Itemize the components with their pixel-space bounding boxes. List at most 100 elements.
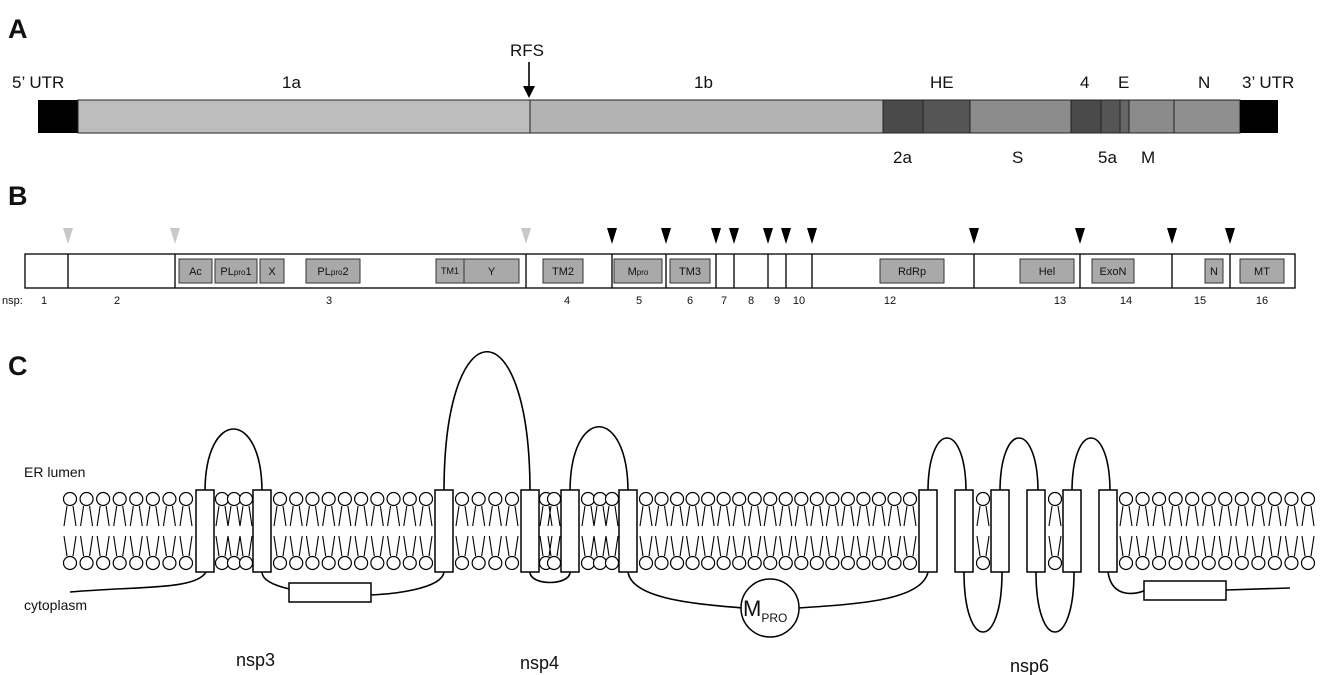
domain-tm1: TM1 xyxy=(436,259,464,283)
svg-text:RdRp: RdRp xyxy=(898,266,926,278)
lipid-head xyxy=(371,557,384,570)
nsp4-large-lumen-loop xyxy=(444,352,530,492)
svg-text:Ac: Ac xyxy=(189,266,202,278)
domain-plpro2: PLpro2 xyxy=(306,259,360,283)
nsp-number: 6 xyxy=(687,295,693,307)
lipid-head xyxy=(606,493,619,506)
lipid-head xyxy=(717,557,730,570)
mpro-cleavage-arrow xyxy=(607,228,617,244)
lipid-head xyxy=(888,557,901,570)
orf-label-1a: 1a xyxy=(282,73,301,92)
lipid-tail xyxy=(1302,536,1314,556)
orf-label-n: N xyxy=(1198,73,1210,92)
lipid-tail xyxy=(388,506,400,526)
spike-segment xyxy=(970,100,1071,133)
nsp-number: 16 xyxy=(1256,295,1268,307)
lipid-head xyxy=(387,557,400,570)
lipid-head xyxy=(97,557,110,570)
domain-tm3: TM3 xyxy=(670,259,710,283)
lipid-head xyxy=(180,493,193,506)
lipid-tail xyxy=(97,536,109,556)
lipid-head xyxy=(80,557,93,570)
lipid-tail xyxy=(506,506,518,526)
lipid-tail xyxy=(456,506,468,526)
lipid-head xyxy=(506,557,519,570)
plpro-cleavage-arrow xyxy=(521,228,531,244)
lipid-head xyxy=(1235,557,1248,570)
lipid-head xyxy=(1153,493,1166,506)
lipid-head xyxy=(1049,557,1062,570)
lipid-head xyxy=(130,493,143,506)
lipid-head xyxy=(1268,493,1281,506)
lipid-tail xyxy=(977,536,989,556)
lipid-tail xyxy=(1219,536,1231,556)
lipid-bilayer xyxy=(64,493,1315,570)
svg-text:TM2: TM2 xyxy=(552,266,574,278)
nsp4-cyto-loop xyxy=(530,572,570,583)
lipid-head xyxy=(686,557,699,570)
mpro-cleavage-arrow xyxy=(711,228,721,244)
lipid-tail xyxy=(489,536,501,556)
lipid-head xyxy=(1285,557,1298,570)
nsp4-lumen-loop xyxy=(570,427,628,492)
lipid-head xyxy=(387,493,400,506)
genome-bar xyxy=(38,100,1278,133)
lipid-tail xyxy=(180,536,192,556)
domain-mpro: Mpro xyxy=(614,259,662,283)
mpro-cleavage-arrow xyxy=(969,228,979,244)
utr3-block xyxy=(1240,100,1278,133)
orf-label-1b: 1b xyxy=(694,73,713,92)
lipid-tail xyxy=(323,536,335,556)
lipid-tail xyxy=(718,506,730,526)
lipid-tail xyxy=(216,506,228,526)
plpro-cleavage-arrow xyxy=(170,228,180,244)
lipid-tail xyxy=(1252,536,1264,556)
lipid-tail xyxy=(656,536,668,556)
lipid-tail xyxy=(888,506,900,526)
lipid-head xyxy=(1302,493,1315,506)
lipid-head xyxy=(1252,493,1265,506)
lipid-tail xyxy=(582,536,594,556)
lipid-tail xyxy=(1120,536,1132,556)
lipid-tail xyxy=(842,536,854,556)
lipid-tail xyxy=(1120,506,1132,526)
lipid-tail xyxy=(594,506,606,526)
lipid-head xyxy=(702,557,715,570)
tm-helix xyxy=(253,490,271,572)
tm-helix xyxy=(561,490,579,572)
tm-helix xyxy=(1027,490,1045,572)
lipid-tail xyxy=(1236,536,1248,556)
lipid-tail xyxy=(114,536,126,556)
svg-text:X: X xyxy=(268,266,276,278)
domain-ac: Ac xyxy=(179,259,212,283)
lipid-tail xyxy=(687,506,699,526)
lipid-tail xyxy=(1170,506,1182,526)
svg-text:MT: MT xyxy=(1254,266,1270,278)
lipid-tail xyxy=(489,506,501,526)
lipid-head xyxy=(113,557,126,570)
lipid-tail xyxy=(1285,506,1297,526)
lipid-head xyxy=(872,493,885,506)
lipid-head xyxy=(841,493,854,506)
lipid-head xyxy=(240,557,253,570)
linker-from-mpro xyxy=(798,572,928,608)
lipid-tail xyxy=(1170,536,1182,556)
panel-label-c: C xyxy=(8,351,28,381)
lipid-head xyxy=(240,493,253,506)
rfs-label: RFS xyxy=(510,41,544,60)
lipid-head xyxy=(1186,493,1199,506)
lipid-tail xyxy=(1219,506,1231,526)
lipid-head xyxy=(795,557,808,570)
nsp-number: 1 xyxy=(41,295,47,307)
lipid-tail xyxy=(290,506,302,526)
lipid-head xyxy=(1268,557,1281,570)
orf-label-e: E xyxy=(1118,73,1129,92)
lipid-tail xyxy=(640,536,652,556)
nsp3-lumen-loop xyxy=(205,429,262,492)
lipid-head xyxy=(472,557,485,570)
nsp-number: 8 xyxy=(748,295,754,307)
nsp-number: 2 xyxy=(114,295,120,307)
lipid-tail xyxy=(671,536,683,556)
lipid-tail xyxy=(339,536,351,556)
lipid-tail xyxy=(702,536,714,556)
